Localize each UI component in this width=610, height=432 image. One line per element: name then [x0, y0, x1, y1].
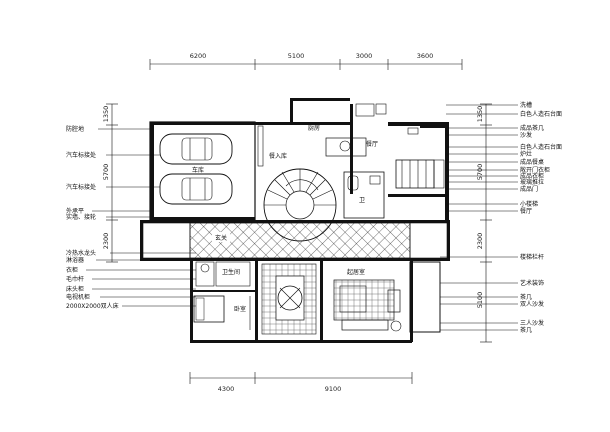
left-label: 电视机柜	[66, 293, 90, 301]
left-annotations: 防腔地 汽车标接处 汽车标接处 外承平 实墙、接轮 冷热水龙头 淋浴器 衣柜 毛…	[66, 125, 196, 310]
right-label: 白色人造石台面	[520, 110, 562, 118]
right-label: 沙发	[520, 131, 532, 139]
left-label: 实墙、接轮	[66, 213, 96, 221]
right-label: 白色人造石台面	[520, 143, 562, 151]
left-dimension-line: 1350 5700 2300	[102, 103, 118, 263]
center-room	[261, 263, 317, 335]
dim-bottom-1: 4300	[218, 385, 235, 393]
left-label: 汽车标接处	[66, 151, 96, 159]
bedroom-area: 卧室	[193, 295, 251, 330]
room-label-kitchen: 厨房	[308, 124, 320, 132]
dim-bottom-2: 9100	[325, 385, 342, 393]
right-label: 茶几	[520, 293, 532, 301]
bath-area: 卫	[343, 171, 385, 219]
right-label: 成品茶几	[520, 124, 544, 132]
living-area: 起居室	[333, 268, 402, 332]
left-label: 床头柜	[66, 285, 84, 293]
walls	[140, 98, 450, 343]
room-label-bedroom: 卧室	[234, 305, 246, 313]
right-label: 成品门	[520, 185, 538, 193]
dim-left-1: 1350	[102, 106, 110, 123]
right-dimension-line: 1350 5700 2300 5100	[476, 103, 492, 343]
right-label: 餐厅	[520, 207, 532, 215]
right-label: 炉灶	[520, 150, 532, 158]
dim-right-2: 5700	[476, 164, 484, 181]
right-label: 楼梯栏杆	[520, 253, 544, 261]
right-label: 艺术装饰	[520, 279, 544, 287]
left-label: 衣柜	[66, 266, 78, 274]
wc-area: 卫生间	[195, 261, 251, 287]
room-label-foyer: 玄关	[215, 234, 227, 242]
dim-top-3: 3000	[356, 52, 373, 60]
left-label: 淋浴器	[66, 256, 84, 264]
garage: 车库	[159, 133, 233, 205]
room-label-wc: 卫生间	[222, 268, 240, 276]
car-icon	[159, 173, 233, 205]
right-label: 茶几	[520, 326, 532, 334]
car-icon	[159, 133, 233, 165]
left-label: 外承平	[66, 207, 84, 215]
dim-top-4: 3600	[417, 52, 434, 60]
top-dimension-line: 6200 5100 3000 3600	[149, 52, 463, 70]
right-label: 玻璃推拉	[520, 178, 544, 186]
left-label: 毛巾杆	[66, 275, 84, 283]
right-label: 成品衣柜	[520, 172, 544, 180]
room-label-dining: 餐厅	[366, 140, 378, 148]
dim-right-4: 5100	[476, 292, 484, 309]
dim-top-2: 5100	[288, 52, 305, 60]
left-label: 冷热水龙头	[66, 249, 96, 257]
dim-left-2: 5700	[102, 164, 110, 181]
dim-right-3: 2300	[476, 233, 484, 250]
left-label: 汽车标接处	[66, 183, 96, 191]
left-label: 防腔地	[66, 125, 84, 133]
right-label: 双人沙发	[520, 300, 544, 308]
room-label-living: 起居室	[347, 268, 365, 276]
dining-area: 餐厅	[366, 127, 445, 189]
right-label: 小楼梯	[520, 200, 538, 208]
bottom-dimension-line: 4300 9100	[189, 372, 413, 393]
dim-top-1: 6200	[190, 52, 207, 60]
room-label-garage: 车库	[192, 166, 204, 174]
right-annotations: 洗槽 白色人造石台面 成品茶几 沙发 白色人造石台面 炉灶 成品餐桌 敞开门衣柜…	[440, 101, 562, 334]
foyer: 玄关	[142, 222, 448, 259]
right-label: 洗槽	[520, 101, 532, 109]
dim-left-3: 2300	[102, 233, 110, 250]
room-label-bath: 卫	[359, 197, 365, 204]
right-label: 成品餐桌	[520, 158, 544, 166]
right-label: 敞开门衣柜	[520, 166, 550, 174]
kitchen-area: 厨房 餐入库	[257, 103, 387, 167]
right-label: 三人沙发	[520, 319, 544, 327]
room-label-pantry: 餐入库	[269, 152, 287, 160]
left-label: 2000X2000双人床	[66, 302, 119, 310]
